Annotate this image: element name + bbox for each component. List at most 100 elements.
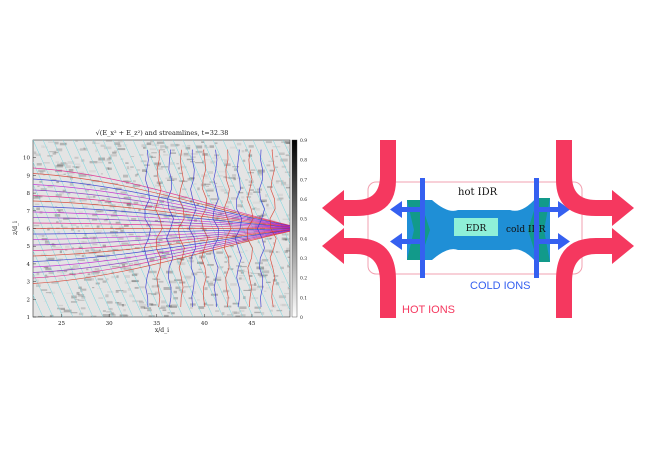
texture-speck	[72, 232, 76, 234]
texture-speck	[78, 211, 83, 214]
texture-speck	[242, 159, 246, 162]
texture-speck	[197, 262, 204, 264]
hot-idr-box	[367, 181, 583, 275]
texture-speck	[207, 188, 215, 191]
texture-speck	[80, 288, 87, 291]
texture-speck	[278, 197, 284, 200]
texture-speck	[70, 177, 73, 180]
streamline	[272, 140, 290, 179]
texture-speck	[126, 182, 130, 184]
y-tick-label: 5	[27, 244, 31, 250]
texture-speck	[171, 149, 175, 152]
texture-speck	[134, 261, 138, 265]
texture-speck	[232, 235, 238, 239]
texture-speck	[58, 277, 63, 281]
texture-speck	[65, 245, 70, 248]
texture-speck	[115, 221, 121, 224]
texture-speck	[122, 143, 128, 147]
texture-speck	[118, 304, 127, 306]
texture-speck	[78, 286, 82, 289]
texture-speck	[186, 208, 193, 211]
texture-speck	[214, 214, 219, 217]
texture-speck	[57, 304, 64, 307]
colorbar-tick-label: 0.7	[300, 177, 307, 183]
streamline	[33, 227, 74, 317]
texture-speck	[108, 202, 112, 204]
texture-speck	[102, 244, 106, 248]
texture-speck	[232, 234, 237, 237]
texture-speck	[92, 270, 101, 274]
texture-speck	[40, 253, 47, 256]
texture-speck	[286, 272, 290, 274]
texture-speck	[210, 264, 214, 267]
texture-speck	[177, 167, 181, 170]
texture-speck	[170, 206, 176, 210]
texture-speck	[257, 172, 262, 174]
texture-speck	[225, 230, 230, 233]
texture-speck	[106, 197, 110, 201]
texture-speck	[202, 153, 208, 156]
texture-speck	[93, 258, 99, 261]
texture-speck	[122, 264, 126, 267]
texture-speck	[163, 255, 170, 258]
texture-speck	[67, 161, 75, 164]
texture-speck	[101, 199, 105, 201]
texture-speck	[47, 141, 56, 143]
texture-speck	[40, 188, 47, 191]
texture-speck	[207, 283, 215, 286]
texture-speck	[230, 283, 237, 286]
texture-speck	[108, 161, 112, 164]
texture-speck	[153, 175, 158, 178]
texture-speck	[91, 218, 98, 221]
texture-speck	[100, 144, 105, 147]
texture-speck	[173, 290, 177, 294]
texture-speck	[185, 146, 191, 150]
texture-speck	[203, 302, 207, 306]
texture-speck	[272, 279, 277, 282]
vertical-trajectory	[166, 149, 174, 308]
texture-speck	[90, 278, 95, 281]
texture-speck	[248, 184, 253, 186]
texture-speck	[251, 272, 259, 274]
texture-speck	[82, 241, 87, 244]
texture-speck	[190, 260, 194, 263]
texture-speck	[38, 169, 46, 172]
texture-speck	[57, 231, 61, 235]
texture-speck	[93, 195, 96, 198]
texture-speck	[283, 238, 290, 241]
texture-speck	[230, 197, 238, 200]
texture-speck	[103, 219, 108, 222]
texture-speck	[175, 286, 181, 290]
texture-speck	[135, 237, 141, 240]
texture-speck	[43, 261, 48, 264]
texture-speck	[97, 201, 103, 204]
texture-speck	[280, 266, 284, 270]
texture-speck	[37, 315, 45, 317]
texture-speck	[120, 229, 124, 233]
texture-speck	[173, 222, 180, 224]
y-axis-label: z/d_i	[12, 221, 19, 235]
texture-speck	[225, 176, 230, 179]
texture-speck	[56, 180, 59, 184]
ion-trajectory	[33, 167, 290, 226]
texture-speck	[196, 271, 203, 273]
colorbar-tick-label: 0	[300, 315, 303, 321]
texture-speck	[188, 297, 193, 300]
colorbar	[291, 139, 298, 318]
texture-speck	[111, 312, 114, 314]
texture-speck	[170, 177, 177, 181]
texture-speck	[90, 186, 93, 188]
y-tick-label: 9	[27, 173, 31, 179]
texture-speck	[230, 245, 234, 248]
edr-label: EDR	[466, 224, 487, 234]
texture-speck	[41, 145, 45, 148]
texture-speck	[254, 306, 262, 309]
texture-speck	[285, 154, 290, 157]
texture-speck	[69, 183, 74, 186]
texture-speck	[176, 240, 181, 244]
texture-speck	[151, 285, 160, 288]
texture-speck	[133, 272, 139, 275]
vertical-trajectory	[246, 149, 254, 308]
texture-speck	[197, 261, 204, 264]
texture-speck	[130, 156, 135, 158]
